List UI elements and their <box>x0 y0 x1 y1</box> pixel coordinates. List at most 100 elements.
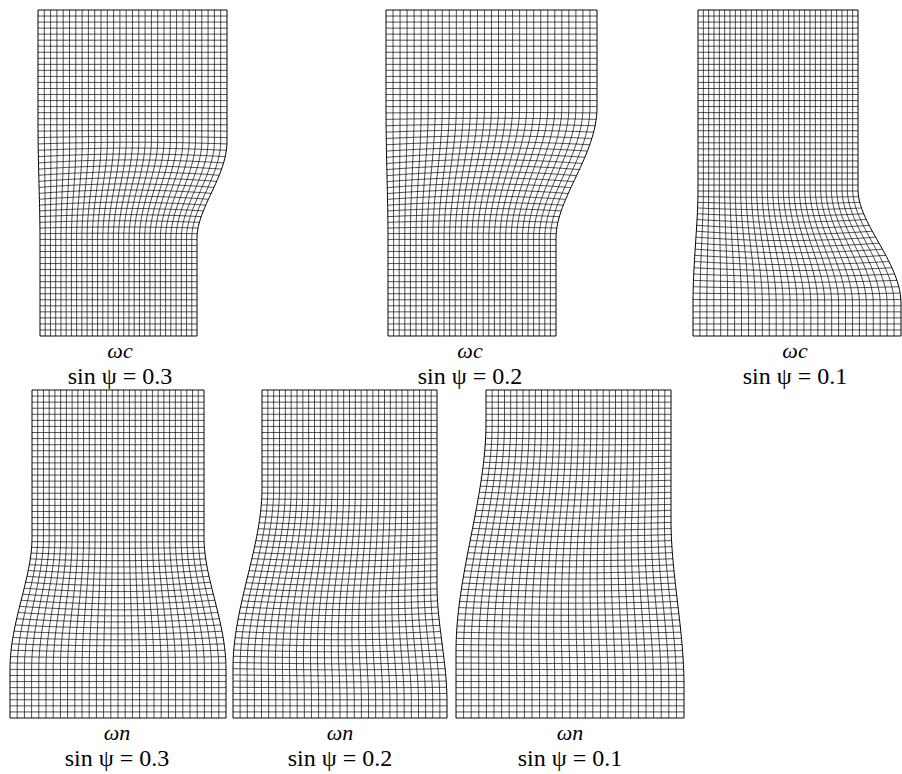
mesh-line <box>10 669 226 670</box>
mesh-line <box>38 40 227 41</box>
mesh-line <box>39 196 208 199</box>
mesh-line <box>40 239 197 240</box>
mesh-line <box>27 576 209 579</box>
mesh-line <box>38 160 223 163</box>
mesh-line <box>698 58 858 59</box>
mesh-line <box>475 516 671 518</box>
mesh-line <box>40 287 197 288</box>
mesh-line <box>197 10 227 336</box>
mesh-line <box>386 88 597 89</box>
mesh-line <box>32 505 204 506</box>
mesh-line <box>32 535 204 536</box>
mesh-line <box>32 444 204 445</box>
mesh-line <box>388 311 556 312</box>
mesh-line <box>483 468 671 469</box>
mesh-line <box>352 390 361 718</box>
mesh-line <box>458 620 680 621</box>
mesh-line <box>411 390 418 718</box>
mesh-line <box>372 390 379 718</box>
mesh-line <box>388 293 556 294</box>
mesh-line <box>386 16 597 17</box>
mesh-line <box>13 638 223 640</box>
mesh-line <box>693 317 901 318</box>
mesh-line <box>259 523 437 524</box>
mesh-line <box>241 607 438 609</box>
mesh-line <box>40 202 206 205</box>
mesh-line <box>386 76 597 77</box>
mesh-line <box>187 10 215 336</box>
mesh-line <box>32 426 204 427</box>
mesh-line <box>129 390 132 718</box>
mesh-line <box>698 76 858 77</box>
mesh-line <box>92 10 101 336</box>
mesh-line <box>38 10 227 11</box>
mesh-line <box>32 390 50 718</box>
mesh-line <box>40 251 197 252</box>
mesh-line <box>604 390 609 718</box>
mesh-line <box>32 499 204 500</box>
mesh-line <box>386 10 597 11</box>
mesh-line <box>698 28 858 29</box>
parameter-label: sin ψ = 0.3 <box>65 746 170 770</box>
mesh-line <box>10 711 226 712</box>
mesh-line <box>698 46 858 47</box>
mesh-line <box>359 390 367 718</box>
mesh-line <box>204 390 226 718</box>
mesh-line <box>40 233 197 234</box>
mesh-line <box>456 699 684 700</box>
mesh-line <box>693 336 901 337</box>
mesh-line <box>480 486 671 487</box>
mesh-line <box>388 239 556 240</box>
mesh-line <box>386 148 587 151</box>
mesh-line <box>405 10 407 336</box>
mesh-line <box>386 34 597 35</box>
mesh-line <box>388 323 556 324</box>
mesh-line <box>481 480 671 481</box>
mesh-line <box>38 28 227 29</box>
mesh-line <box>10 681 226 682</box>
mesh-line <box>387 154 585 158</box>
mesh-line <box>38 52 227 53</box>
mesh-line <box>56 10 57 336</box>
mesh-line <box>262 444 437 445</box>
mesh-line <box>466 565 674 567</box>
mesh-line <box>387 166 579 170</box>
mesh-line <box>698 112 858 113</box>
mesh-line <box>583 390 591 718</box>
mesh-line <box>698 185 858 186</box>
parameter-label: sin ψ = 0.2 <box>288 746 393 770</box>
mesh-line <box>40 269 197 270</box>
mesh-line <box>129 10 145 336</box>
mesh-line <box>238 619 439 621</box>
mesh-line <box>338 390 349 718</box>
mesh-line <box>386 94 597 95</box>
mesh-line <box>40 336 197 337</box>
mesh-line <box>24 588 212 591</box>
mesh-line <box>250 565 437 567</box>
mesh-symbol: ωc <box>782 340 807 362</box>
mesh-line <box>698 82 858 83</box>
mesh-line <box>597 390 603 718</box>
mesh-line <box>11 650 225 651</box>
mesh-symbol: ωn <box>104 722 131 744</box>
mesh-line <box>38 118 227 119</box>
mesh-line <box>38 70 227 71</box>
mesh-line <box>386 64 597 65</box>
mesh-line <box>399 10 401 336</box>
mesh-line <box>262 468 437 469</box>
mesh-line <box>388 275 556 276</box>
mesh-line <box>456 669 684 670</box>
mesh-line <box>486 408 671 409</box>
mesh-line <box>21 600 215 603</box>
mesh-line <box>38 100 227 101</box>
mesh-line <box>387 172 577 176</box>
mesh-line <box>233 674 446 676</box>
mesh-line <box>245 589 437 591</box>
mesh-line <box>388 251 556 252</box>
mesh-line <box>387 184 571 188</box>
parameter-label: sin ψ = 0.3 <box>68 364 173 388</box>
mesh-line <box>29 565 206 567</box>
mesh-line <box>38 124 227 125</box>
mesh-line <box>693 287 899 288</box>
